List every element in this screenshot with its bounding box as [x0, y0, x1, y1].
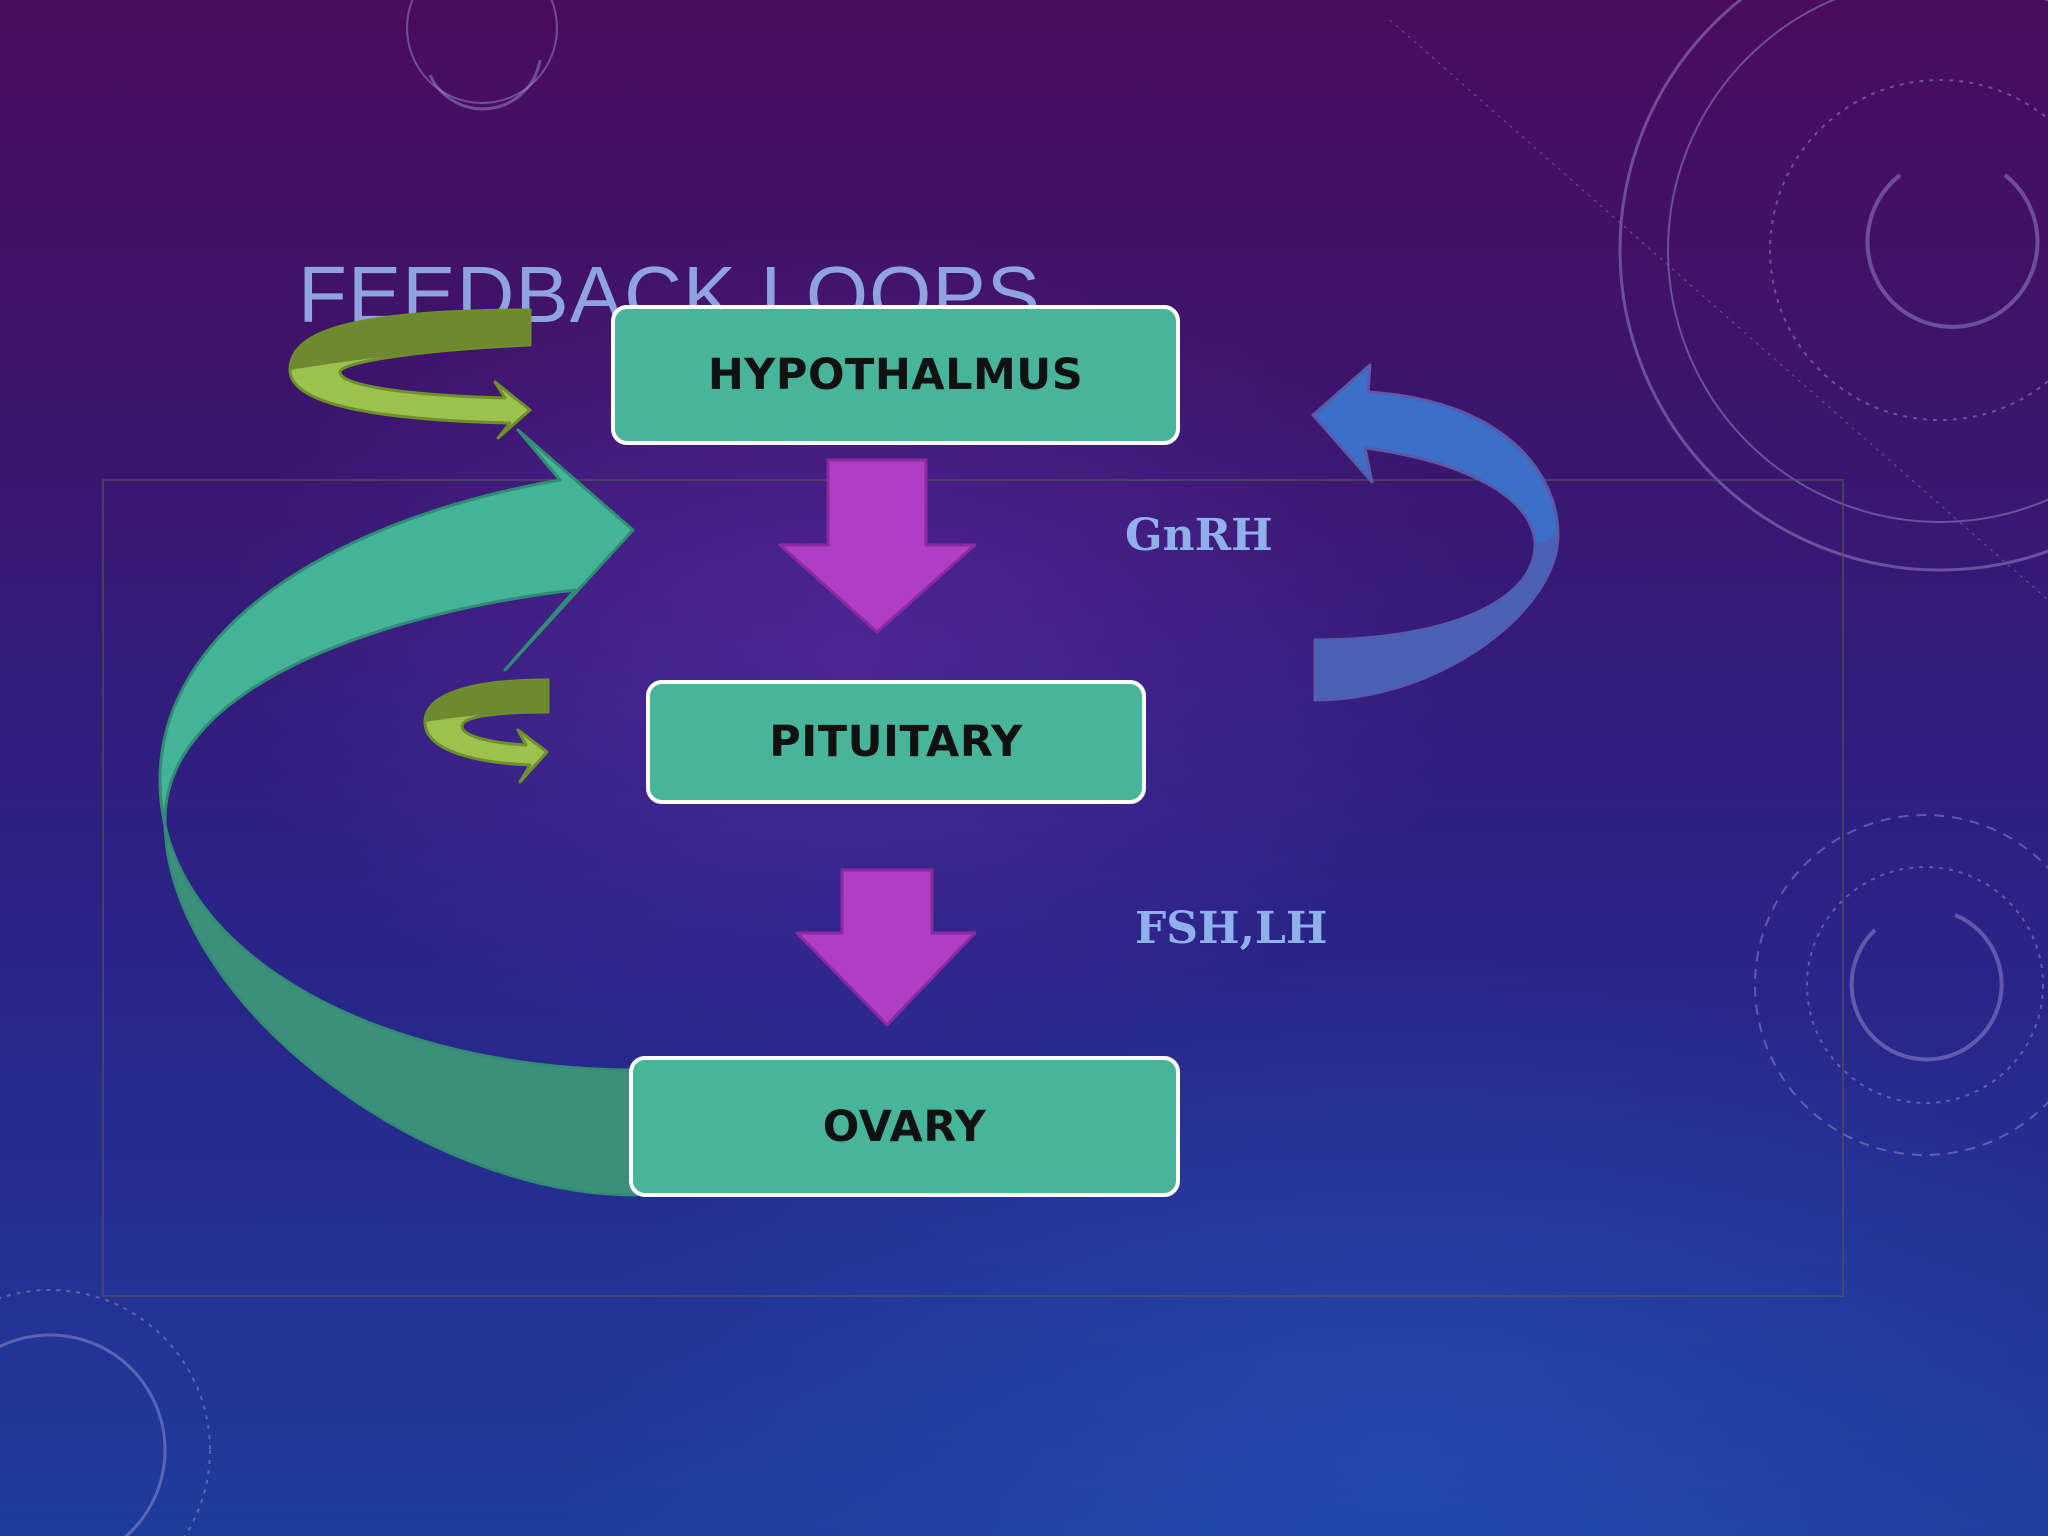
short-loop-arrow-mid — [423, 678, 550, 784]
fsh-lh-label: FSH,LH — [1135, 903, 1328, 954]
pituitary-label: PITUITARY — [769, 717, 1023, 767]
ovary-label: OVARY — [822, 1101, 987, 1152]
ovary-box: OVARY — [629, 1056, 1180, 1197]
down-arrow-pituitary-to-ovary — [795, 868, 977, 1027]
pituitary-box: PITUITARY — [646, 680, 1146, 804]
down-arrow-hypothalamus-to-pituitary — [778, 458, 977, 634]
gnrh-label: GnRH — [1125, 510, 1273, 561]
short-loop-arrow-top — [288, 308, 532, 440]
hypothalamus-box: HYPOTHALMUS — [611, 305, 1180, 445]
hypothalamus-label: HYPOTHALMUS — [707, 350, 1084, 400]
blue-loop-arrow — [1311, 363, 1560, 702]
long-feedback-arrow — [158, 428, 638, 1197]
